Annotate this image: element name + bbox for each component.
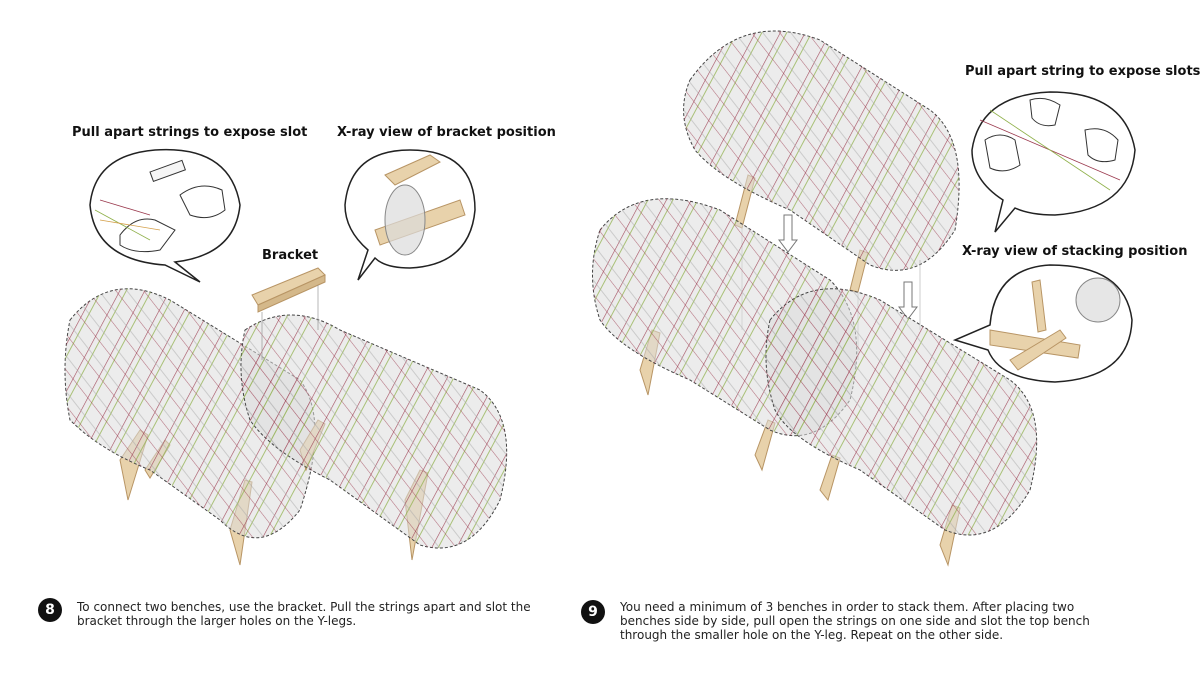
bracket-drawing xyxy=(251,267,326,360)
bench-left-front xyxy=(240,314,508,561)
callout-pull-slots: Pull apart string to expose slots xyxy=(965,64,1200,79)
hand-illustration xyxy=(979,97,1121,191)
step-8-text: To connect two benches, use the bracket.… xyxy=(77,600,531,628)
callout-pull-slot: Pull apart strings to expose slot xyxy=(72,125,308,140)
hand-illustration xyxy=(94,159,226,253)
speech-bubble-pull-slot xyxy=(89,148,241,283)
step-number-9: 9 xyxy=(581,600,605,624)
label-bracket: Bracket xyxy=(262,248,319,263)
bench-right-bottom-right xyxy=(765,288,1038,567)
down-arrow-icon xyxy=(778,214,918,320)
bench-right-top xyxy=(683,30,960,293)
speech-bubble-xray-bracket xyxy=(344,149,476,281)
callout-xray-stacking: X-ray view of stacking position xyxy=(962,244,1188,259)
speech-bubble-xray-stacking xyxy=(952,264,1133,383)
callout-xray-bracket: X-ray view of bracket position xyxy=(337,125,556,140)
step-9-text: You need a minimum of 3 benches in order… xyxy=(620,600,1090,642)
speech-bubble-pull-slots xyxy=(971,91,1136,233)
step-number-8: 8 xyxy=(38,598,62,622)
